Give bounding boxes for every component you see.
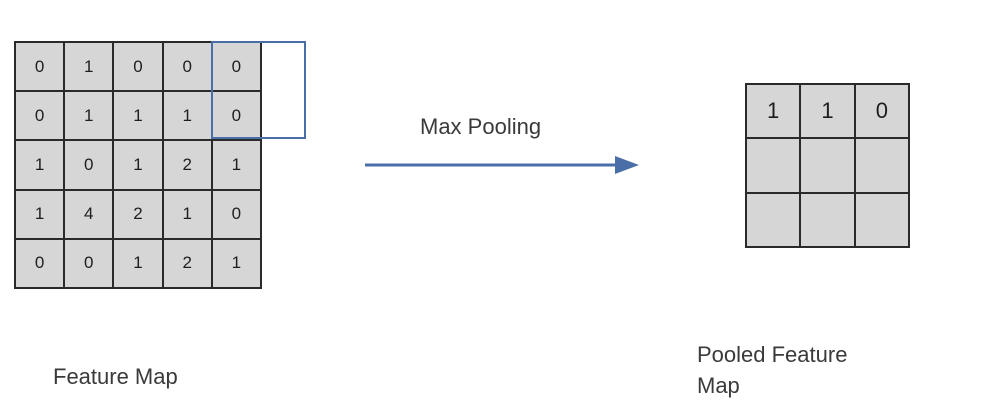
grid-cell-r0-c1: 1 [800,84,855,139]
grid-cell-r1-c0: 0 [15,91,65,141]
grid-cell-r1-c0 [746,138,801,193]
grid-cell-r3-c3: 1 [162,189,212,239]
grid-cell-r4-c3: 2 [162,238,212,288]
pooled-label-line-1: Pooled Feature [697,342,848,367]
pooling-window [211,41,306,139]
grid-cell-r2-c1: 0 [64,140,114,190]
grid-cell-r3-c4: 0 [211,189,261,239]
grid-cell-r1-c1 [800,138,855,193]
grid-cell-r2-c2: 1 [113,140,163,190]
grid-cell-r1-c3: 1 [162,91,212,141]
grid-cell-r4-c0: 0 [15,238,65,288]
grid-cell-r1-c2: 1 [113,91,163,141]
grid-cell-r2-c3: 2 [162,140,212,190]
grid-cell-r2-c1 [800,192,855,247]
grid-cell-r3-c1: 4 [64,189,114,239]
grid-cell-r1-c1: 1 [64,91,114,141]
grid-cell-r0-c0: 0 [15,42,65,92]
grid-cell-r0-c0: 1 [746,84,801,139]
pooled-label-line-2: Map [697,373,740,398]
grid-cell-r2-c0: 1 [15,140,65,190]
grid-cell-r2-c2 [854,192,909,247]
grid-cell-r2-c0 [746,192,801,247]
grid-cell-r2-c4: 1 [211,140,261,190]
grid-cell-r1-c2 [854,138,909,193]
grid-cell-r0-c2: 0 [854,84,909,139]
grid-cell-r3-c2: 2 [113,189,163,239]
grid-cell-r4-c2: 1 [113,238,163,288]
grid-cell-r0-c2: 0 [113,42,163,92]
grid-cell-r0-c3: 0 [162,42,212,92]
feature-map-label: Feature Map [53,364,178,389]
grid-cell-r3-c0: 1 [15,189,65,239]
grid-cell-r4-c4: 1 [211,238,261,288]
pooled-feature-map-label: Pooled Feature Map [697,339,917,401]
max-pooling-label: Max Pooling [420,114,542,139]
grid-cell-r0-c1: 1 [64,42,114,92]
arrow-icon [365,156,639,174]
grid-cell-r4-c1: 0 [64,238,114,288]
